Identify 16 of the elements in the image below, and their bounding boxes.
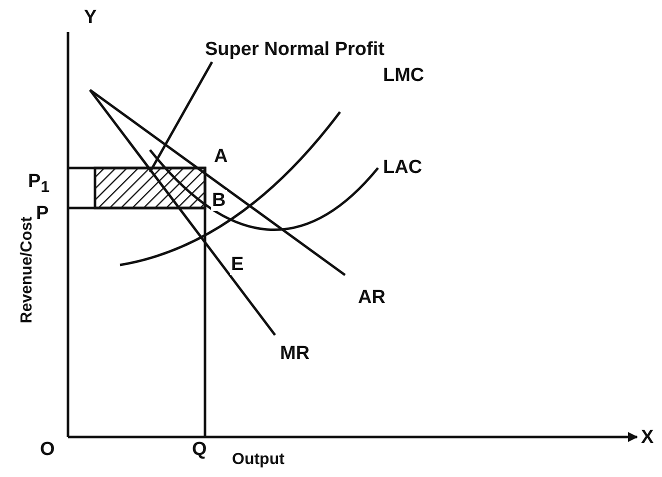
price-label: P (36, 204, 49, 223)
axis-title: Output (232, 452, 284, 468)
axis-label: X (641, 428, 654, 447)
curve-label: AR (358, 288, 386, 307)
curve-label: LAC (383, 158, 422, 177)
point-label: E (230, 254, 245, 275)
price-label: P$_{1}$ (28, 172, 50, 196)
quantity-label: Q (192, 440, 207, 459)
axis-label: Y (84, 8, 97, 27)
curve-label: LMC (383, 66, 424, 85)
leader-line (148, 61, 214, 173)
caption-text: Super Normal Profit (205, 40, 384, 59)
point-label: B (211, 190, 227, 211)
axis-title: Revenue/Cost (19, 216, 36, 324)
curve-label: MR (280, 344, 310, 363)
origin-label: O (40, 440, 55, 459)
